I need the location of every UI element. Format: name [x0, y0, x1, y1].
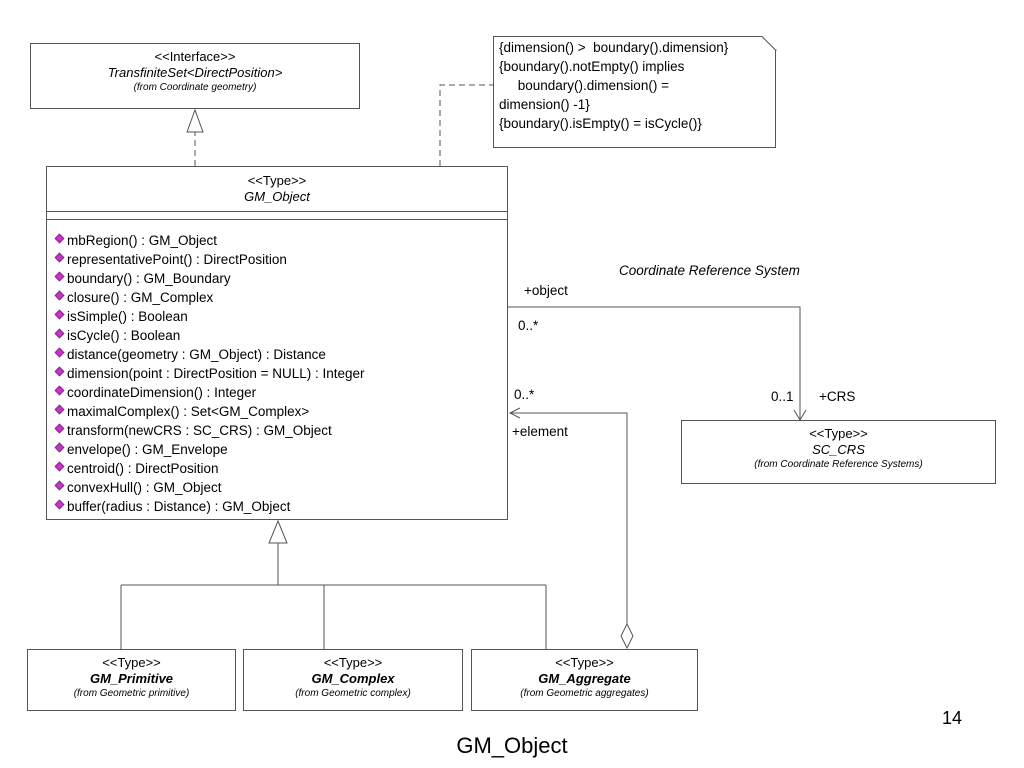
- aggregation-diamond: [620, 622, 634, 650]
- mult-object-label: 0..*: [518, 318, 539, 333]
- gm-aggregate-class-box: <<Type>> GM_Aggregate (from Geometric ag…: [471, 649, 698, 711]
- operation-item: isSimple() : Boolean: [54, 307, 365, 326]
- generalization-arrowhead: [268, 519, 288, 544]
- public-operation-icon: [54, 347, 65, 358]
- public-operation-icon: [54, 271, 65, 282]
- public-operation-icon: [54, 309, 65, 320]
- operation-item: maximalComplex() : Set<GM_Complex>: [54, 402, 365, 421]
- crs-association-name: Coordinate Reference System: [619, 263, 800, 278]
- element-association-line: [510, 412, 628, 624]
- operation-item: distance(geometry : GM_Object) : Distanc…: [54, 345, 365, 364]
- gm-aggregate-from: (from Geometric aggregates): [520, 688, 649, 699]
- realization-arrowhead: [186, 108, 204, 133]
- interface-transfiniteset-box: <<Interface>> TransfiniteSet<DirectPosit…: [30, 43, 360, 109]
- operation-item: isCycle() : Boolean: [54, 326, 365, 345]
- note-line: {boundary().notEmpty() implies: [499, 59, 685, 74]
- note-line: {dimension() > boundary().dimension}: [499, 40, 729, 55]
- public-operation-icon: [54, 404, 65, 415]
- constraint-note: {dimension() > boundary().dimension} {bo…: [493, 36, 776, 148]
- public-operation-icon: [54, 366, 65, 377]
- operation-item: envelope() : GM_Envelope: [54, 440, 365, 459]
- operations-list: mbRegion() : GM_Object representativePoi…: [54, 231, 365, 516]
- gm-primitive-stereotype: <<Type>>: [102, 655, 161, 670]
- page-number: 14: [942, 708, 963, 728]
- operation-item: mbRegion() : GM_Object: [54, 231, 365, 250]
- sc-crs-stereotype: <<Type>>: [809, 426, 868, 441]
- operation-item: buffer(radius : Distance) : GM_Object: [54, 497, 365, 516]
- role-element-label: +element: [512, 424, 568, 439]
- mult-element-label: 0..*: [514, 387, 535, 402]
- gm-primitive-class-box: <<Type>> GM_Primitive (from Geometric pr…: [27, 649, 236, 711]
- gm-primitive-from: (from Geometric primitive): [73, 688, 190, 699]
- interface-from: (from Coordinate geometry): [133, 82, 257, 93]
- operation-item: coordinateDimension() : Integer: [54, 383, 365, 402]
- mult-crs-label: 0..1: [771, 389, 794, 404]
- interface-name: TransfiniteSet<DirectPosition>: [107, 65, 283, 80]
- slide-title: GM_Object: [456, 733, 568, 758]
- gm-primitive-name: GM_Primitive: [89, 671, 174, 686]
- gm-object-stereotype: <<Type>>: [247, 173, 307, 188]
- public-operation-icon: [54, 480, 65, 491]
- gm-aggregate-stereotype: <<Type>>: [555, 655, 614, 670]
- operation-item: closure() : GM_Complex: [54, 288, 365, 307]
- operation-item: convexHull() : GM_Object: [54, 478, 365, 497]
- gm-object-class-box: <<Type>> GM_Object mbRegion() : GM_Objec…: [46, 166, 508, 520]
- public-operation-icon: [54, 461, 65, 472]
- element-arrowhead: [508, 407, 521, 419]
- gm-object-name: GM_Object: [244, 189, 310, 204]
- operation-item: dimension(point : DirectPosition = NULL)…: [54, 364, 365, 383]
- public-operation-icon: [54, 499, 65, 510]
- note-line: boundary().dimension() =: [499, 78, 669, 93]
- role-object-label: +object: [524, 283, 568, 298]
- sc-crs-from: (from Coordinate Reference Systems): [754, 459, 923, 470]
- note-line: dimension() -1}: [499, 97, 590, 112]
- gm-complex-from: (from Geometric complex): [295, 688, 411, 699]
- public-operation-icon: [54, 442, 65, 453]
- note-line: {boundary().isEmpty() = isCycle()}: [499, 116, 702, 131]
- public-operation-icon: [54, 233, 65, 244]
- operations-separator: [47, 219, 507, 220]
- public-operation-icon: [54, 290, 65, 301]
- public-operation-icon: [54, 423, 65, 434]
- sc-crs-class-box: <<Type>> SC_CRS (from Coordinate Referen…: [681, 420, 996, 484]
- public-operation-icon: [54, 252, 65, 263]
- gm-aggregate-name: GM_Aggregate: [538, 671, 631, 686]
- public-operation-icon: [54, 385, 65, 396]
- operation-item: transform(newCRS : SC_CRS) : GM_Object: [54, 421, 365, 440]
- note-anchor-line: [439, 84, 493, 166]
- gm-complex-stereotype: <<Type>>: [323, 655, 383, 670]
- operation-item: boundary() : GM_Boundary: [54, 269, 365, 288]
- note-outline: [493, 36, 776, 148]
- crs-association-line: [508, 306, 801, 420]
- operation-item: centroid() : DirectPosition: [54, 459, 365, 478]
- gm-complex-name: GM_Complex: [311, 671, 395, 686]
- interface-stereotype: <<Interface>>: [154, 49, 236, 64]
- sc-crs-name: SC_CRS: [812, 442, 865, 457]
- role-crs-label: +CRS: [819, 389, 856, 404]
- operation-item: representativePoint() : DirectPosition: [54, 250, 365, 269]
- gm-complex-class-box: <<Type>> GM_Complex (from Geometric comp…: [243, 649, 463, 711]
- public-operation-icon: [54, 328, 65, 339]
- attributes-separator: [47, 211, 507, 212]
